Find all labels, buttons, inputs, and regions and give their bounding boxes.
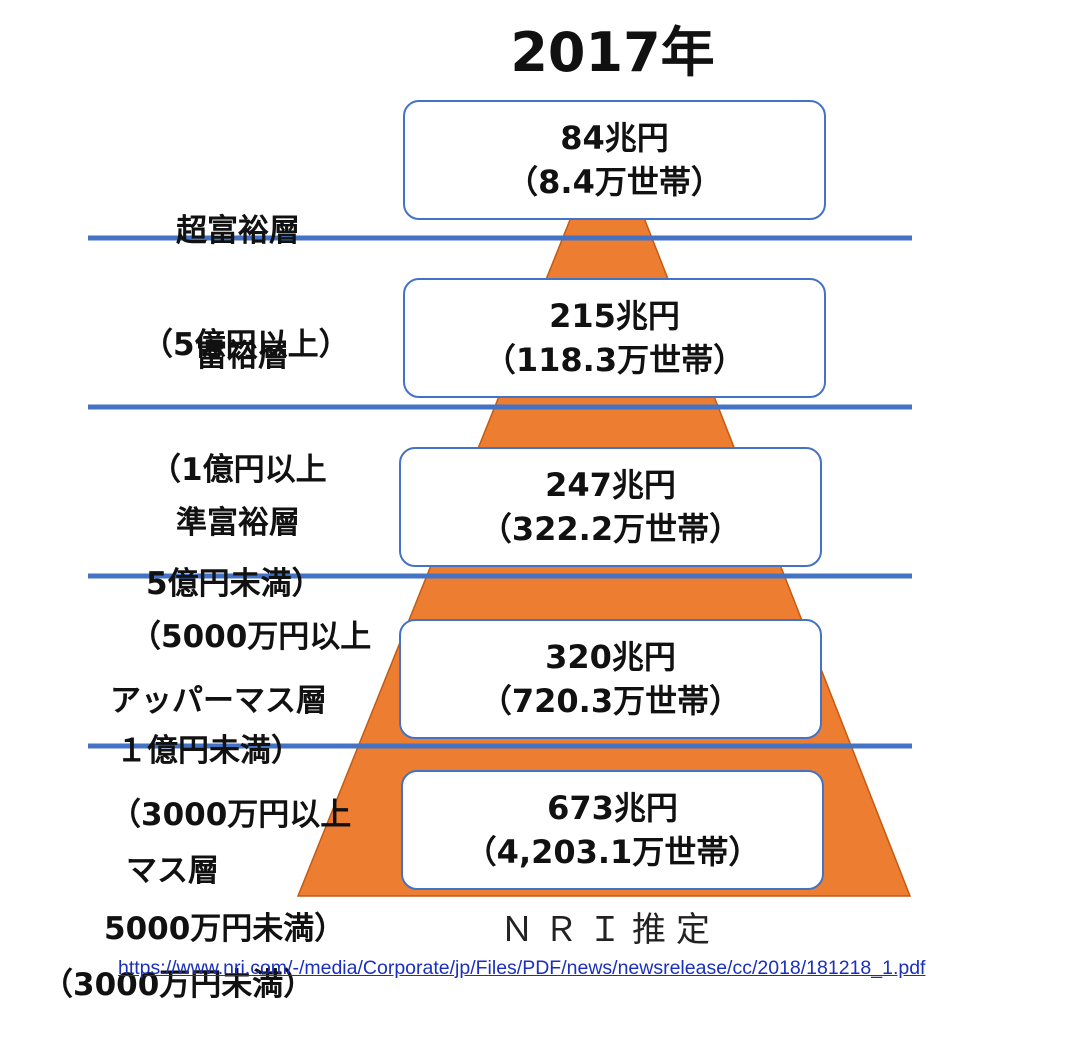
household-count: （4,203.1万世帯） [464,833,761,871]
tier-label-line: 5億円未満） [146,566,323,602]
asset-amount: 320兆円 [545,638,676,676]
tier-label-line: １億円未満） [116,733,302,769]
source-label: ＮＲＩ推定 [500,910,720,950]
page-title: 2017年 [510,21,715,84]
tier-label-line: マス層 [126,853,219,889]
tier-label-mass: マス層 （3000万円未満） [42,776,314,1042]
asset-amount: 247兆円 [545,466,676,504]
tier-label-line: （5億円以上） [142,327,350,363]
tier-label-line: 超富裕層 [176,213,300,249]
tier-label-line: （5000万円以上 [130,619,372,655]
tier-label-line: （3000万円以上 [110,797,352,833]
tier-label-line: （1億円以上 [150,452,327,488]
value-box-upper-mass: 320兆円 （720.3万世帯） [399,619,822,739]
tier-label-wealthy: 富裕層 （1億円以上 5億円未満） [146,261,327,641]
household-count: （720.3万世帯） [479,682,742,720]
source-link[interactable]: https://www.nri.com/-/media/Corporate/jp… [118,957,926,979]
tier-label-line: 準富裕層 [176,505,300,541]
household-count: （118.3万世帯） [483,341,746,379]
asset-amount: 84兆円 [560,119,669,157]
tier-label-line: アッパーマス層 [110,683,327,719]
value-box-mass: 673兆円 （4,203.1万世帯） [401,770,824,890]
household-count: （8.4万世帯） [506,163,723,201]
value-box-semi-wealthy: 247兆円 （322.2万世帯） [399,447,822,567]
tier-label-line: 5000万円未満） [104,911,346,947]
asset-amount: 215兆円 [549,297,680,335]
value-box-ultra-wealthy: 84兆円 （8.4万世帯） [403,100,826,220]
tier-label-ultra-wealthy: 超富裕層 （5億円以上） [142,136,350,402]
tier-label-upper-mass: アッパーマス層 （3000万円以上 5000万円未満） [104,606,352,986]
asset-amount: 673兆円 [547,789,678,827]
value-box-wealthy: 215兆円 （118.3万世帯） [403,278,826,398]
tier-label-semi-wealthy: 準富裕層 （5000万円以上 １億円未満） [116,428,372,808]
household-count: （322.2万世帯） [479,510,742,548]
tier-label-line: 富裕層 [196,338,289,374]
